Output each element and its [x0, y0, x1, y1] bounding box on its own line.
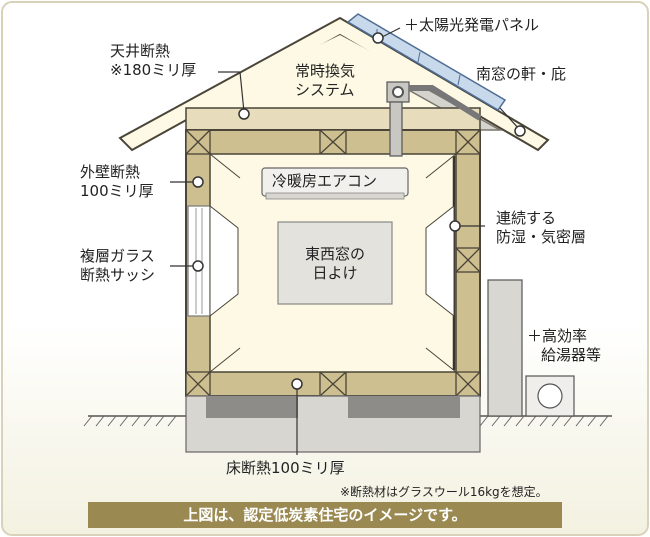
water-heater-subtitle: 給湯器等: [541, 346, 602, 364]
material-note: ※断熱材はグラスウール16kgを想定。: [340, 485, 548, 499]
vapor-barrier-title: 連続する: [496, 209, 557, 227]
glass-sash-label: 複層ガラス 断熱サッシ: [80, 247, 155, 285]
ventilation-title: 常時換気: [295, 62, 356, 80]
wall-insulation-title: 外壁断熱: [80, 163, 141, 181]
water-heater: [487, 279, 575, 417]
glass-sash-subtitle: 断熱サッシ: [80, 266, 156, 284]
ventilation-label: 常時換気 システム: [295, 62, 355, 100]
solar-panel: [346, 13, 507, 111]
ceiling-insulation: [185, 107, 481, 131]
structural-timbers: [185, 129, 481, 397]
eaves-label: 南窓の軒・庇: [476, 65, 567, 83]
leader-dots: [192, 32, 526, 390]
water-heater-label: ＋高効率 給湯器等: [527, 327, 601, 365]
air-conditioner: [261, 167, 409, 200]
roof: [118, 16, 550, 152]
window-shade-label: 東西窓の 日よけ: [296, 245, 374, 283]
wall-insulation-thickness: 100ミリ厚: [80, 182, 154, 200]
ceiling-insulation-label: 天井断熱 ※180ミリ厚: [110, 42, 196, 80]
aircon-label: 冷暖房エアコン: [272, 172, 378, 190]
glass-sash-title: 複層ガラス: [80, 247, 155, 265]
ventilation-subtitle: システム: [295, 81, 355, 99]
window-shade-title: 東西窓の: [304, 245, 365, 263]
floor-insulation-label: 床断熱100ミリ厚: [226, 459, 345, 477]
window-shade-panel: [277, 221, 393, 305]
vapor-barrier-subtitle: 防湿・気密層: [496, 228, 587, 246]
window-shade-subtitle: 日よけ: [312, 264, 358, 282]
solar-panel-label: ＋太陽光発電パネル: [404, 16, 540, 34]
east-window: [425, 204, 455, 318]
ceiling-insulation-thickness: ※180ミリ厚: [110, 61, 197, 79]
wall-insulation-label: 外壁断熱 100ミリ厚: [80, 163, 154, 201]
ventilation-duct: [386, 81, 482, 157]
foundation: [185, 395, 481, 453]
caption-bar: 上図は、認定低炭素住宅のイメージです。: [88, 502, 562, 528]
water-heater-title: ＋高効率: [527, 327, 588, 345]
vapor-barrier-label: 連続する 防湿・気密層: [496, 209, 586, 247]
ceiling-insulation-title: 天井断熱: [110, 42, 171, 60]
